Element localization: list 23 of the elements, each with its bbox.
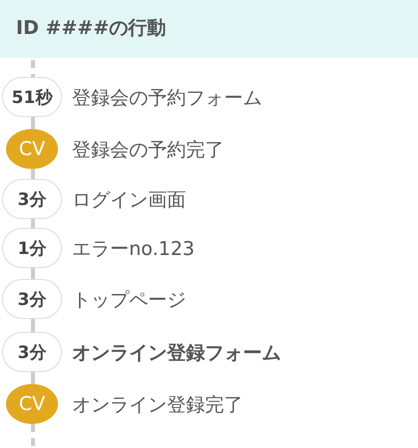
page-name: 登録会の予約完了 bbox=[72, 138, 224, 163]
duration-badge: 3分 bbox=[2, 279, 62, 319]
timeline-line bbox=[31, 117, 35, 129]
timeline-line bbox=[31, 319, 35, 332]
duration-badge: 3分 bbox=[2, 332, 62, 372]
page-name: ログイン画面 bbox=[72, 188, 186, 213]
timeline-line bbox=[31, 424, 35, 448]
timeline-line bbox=[31, 372, 35, 384]
duration-badge: 51秒 bbox=[2, 77, 62, 117]
page-name: エラーno.123 bbox=[72, 237, 195, 262]
duration-badge: 3分 bbox=[2, 179, 62, 219]
timeline-line bbox=[31, 169, 35, 179]
timeline-line bbox=[31, 219, 35, 228]
timeline-line bbox=[31, 268, 35, 279]
page-name: オンライン登録フォーム bbox=[72, 341, 281, 366]
duration-badge: 1分 bbox=[2, 228, 62, 268]
conversion-badge: CV bbox=[6, 384, 58, 424]
heading: ID ####の行動 bbox=[16, 16, 166, 41]
conversion-badge: CV bbox=[6, 129, 58, 169]
page-name: トップページ bbox=[72, 288, 186, 313]
page-name: 登録会の予約フォーム bbox=[72, 86, 262, 111]
timeline-line bbox=[31, 60, 35, 77]
page-name: オンライン登録完了 bbox=[72, 393, 243, 418]
